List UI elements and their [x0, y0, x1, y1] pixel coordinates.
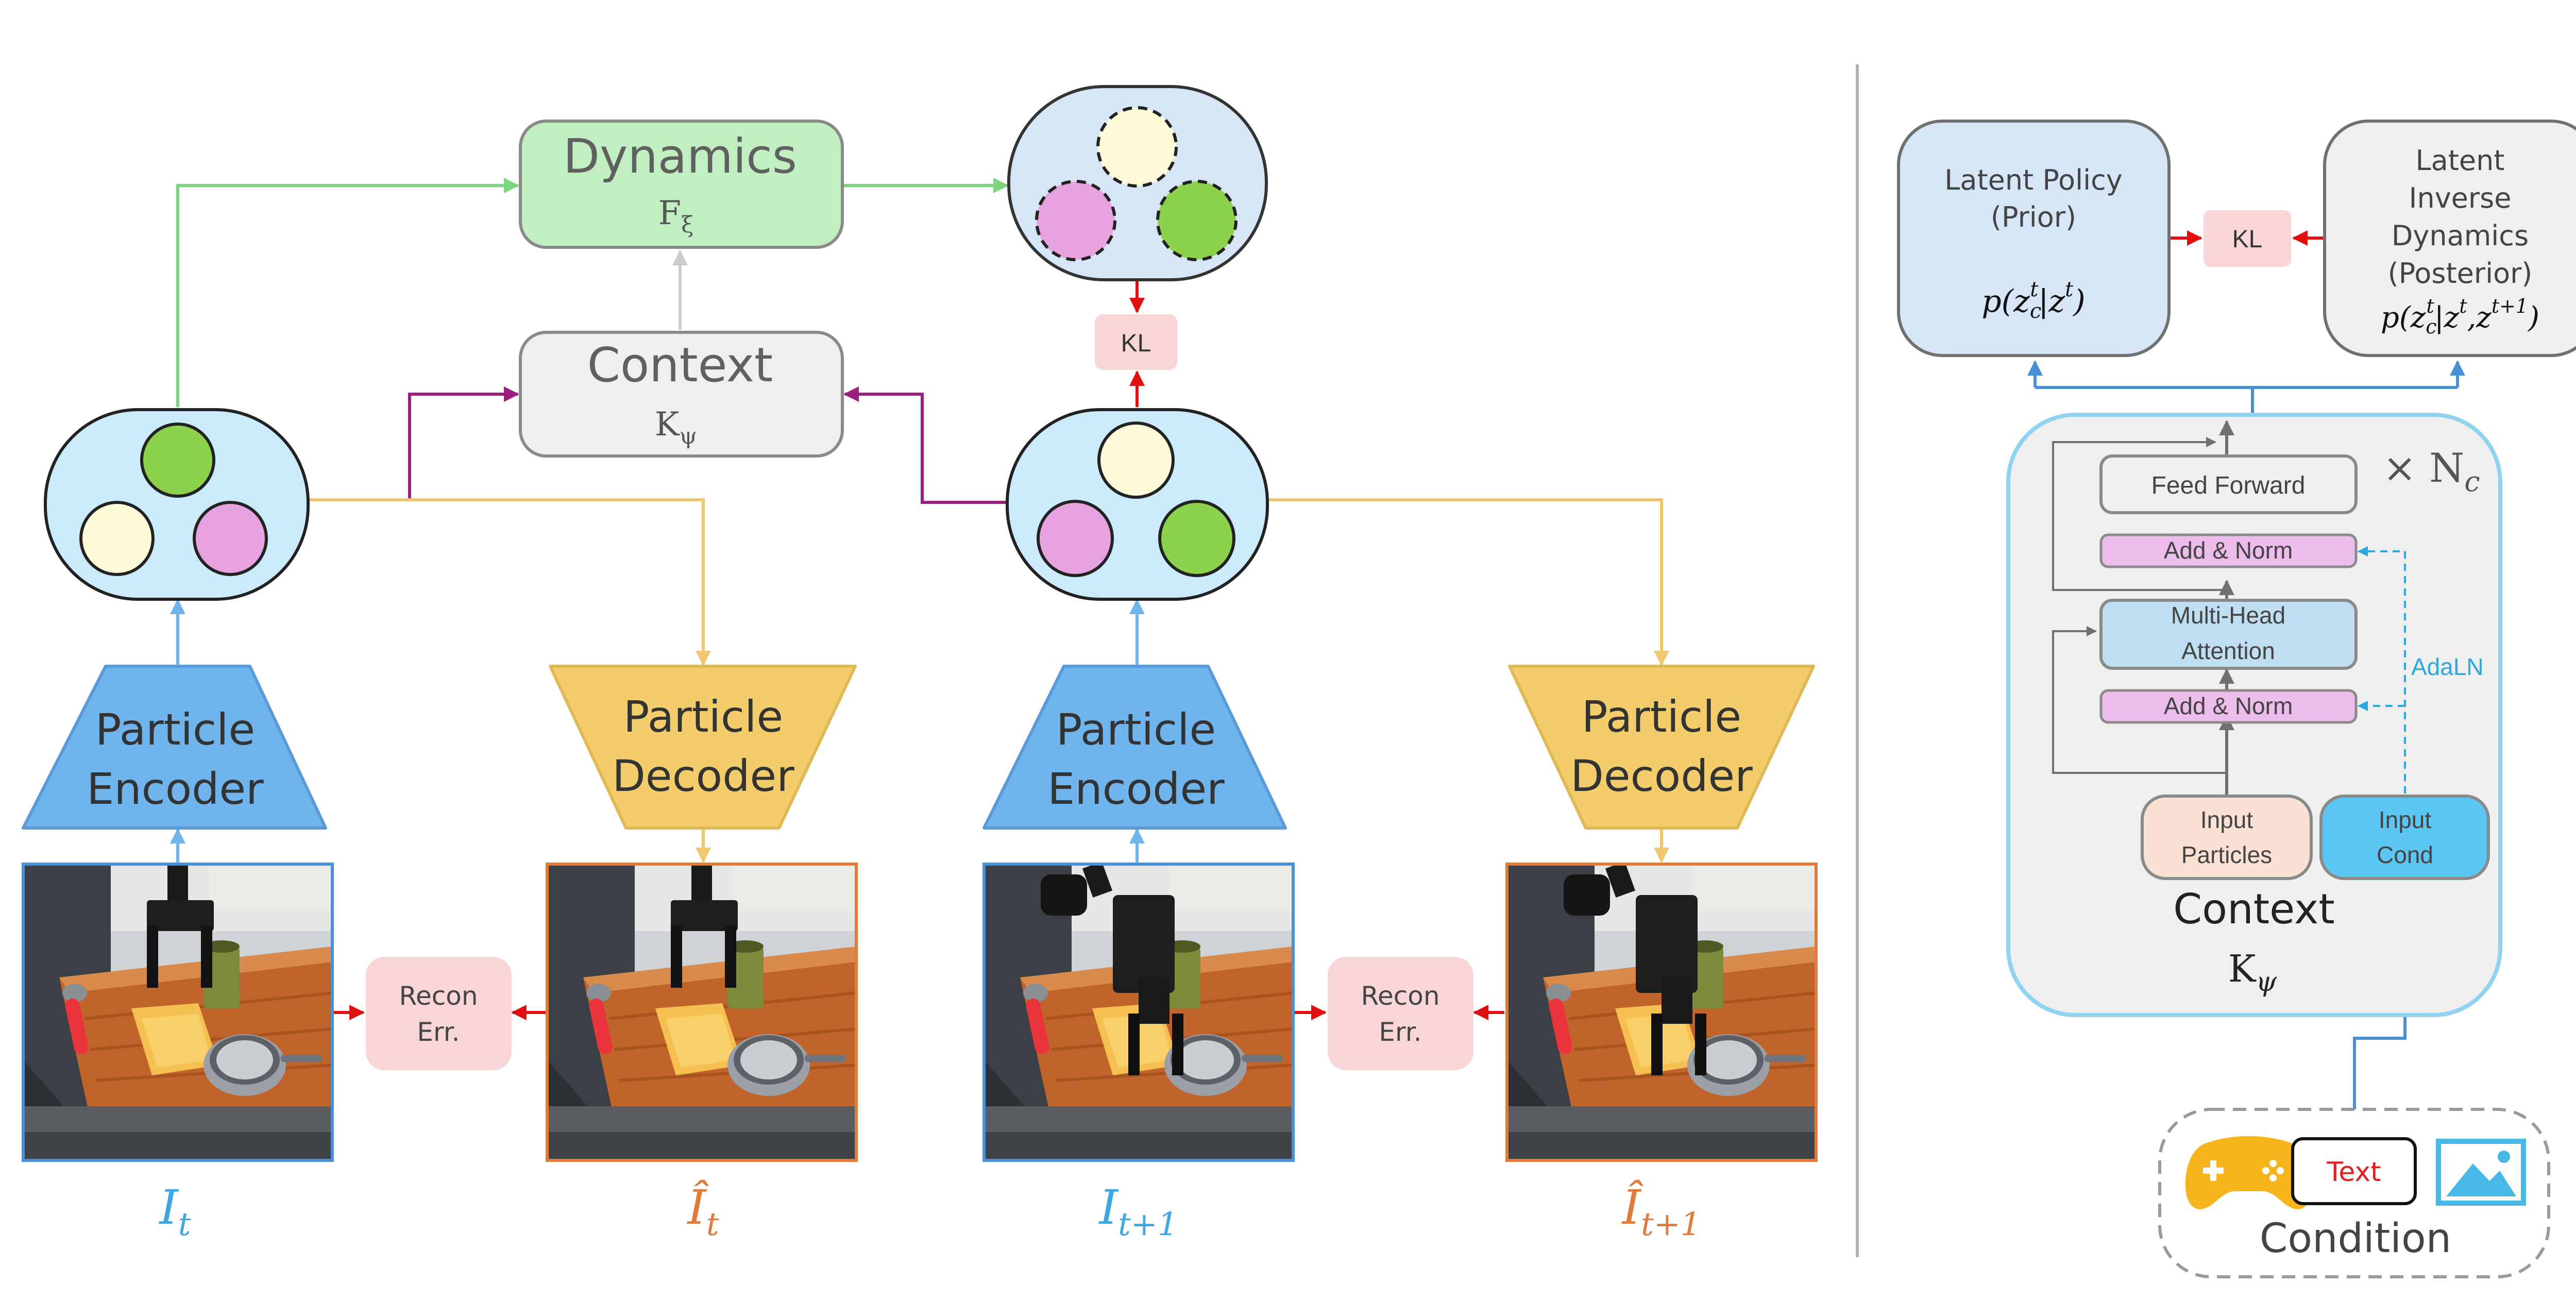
label-i-t1: It+1 — [1098, 1180, 1178, 1243]
dynamics-title: Dynamics — [563, 129, 797, 184]
context-box: Context Kψ — [519, 331, 844, 458]
particle-yellow — [1097, 421, 1175, 499]
label-i-hat-t1: Ît+1 — [1621, 1180, 1701, 1243]
svg-text:Latent: Latent — [2416, 144, 2505, 177]
image-frame-i-t1 — [982, 863, 1295, 1162]
particle-pink — [193, 501, 268, 576]
particle-encoder-1: Particle Encoder — [22, 665, 327, 830]
context-title: Context — [587, 337, 773, 393]
recon-err-box-2: Recon Err. — [1328, 957, 1473, 1070]
svg-text:Recon: Recon — [399, 981, 478, 1011]
input-cond-box: Input Cond — [2319, 795, 2490, 880]
recon-err-box-1: Recon Err. — [366, 957, 512, 1070]
svg-text:Kψ: Kψ — [655, 406, 697, 449]
image-frame-i-t — [22, 863, 334, 1162]
svg-text:(Prior): (Prior) — [1991, 201, 2076, 233]
svg-text:Particles: Particles — [2181, 841, 2272, 868]
svg-text:Encoder: Encoder — [1047, 764, 1225, 814]
particle-decoder-2: Particle Decoder — [1508, 665, 1815, 830]
repeat-label: × Nc — [2383, 445, 2480, 498]
latent-inverse-dynamics-box: Latent Inverse Dynamics (Posterior) p(zc… — [2323, 120, 2576, 357]
svg-text:Latent Policy: Latent Policy — [1944, 164, 2122, 196]
particle-pink — [1035, 180, 1116, 261]
kl-label: KL — [1121, 330, 1151, 357]
condition-box: Text Condition — [2158, 1108, 2550, 1278]
image-frame-i-hat-t — [546, 863, 858, 1162]
latent-policy-box: Latent Policy (Prior) p(zct|zt) — [1897, 120, 2171, 357]
particle-group-t — [44, 408, 310, 601]
svg-text:Feed Forward: Feed Forward — [2151, 472, 2306, 499]
svg-text:Particle: Particle — [1056, 704, 1216, 755]
particle-group-t1 — [1006, 408, 1269, 601]
svg-text:Decoder: Decoder — [1570, 751, 1753, 801]
svg-text:Recon: Recon — [1361, 981, 1439, 1011]
svg-text:Encoder: Encoder — [87, 764, 264, 814]
block-context-title: Context — [2173, 885, 2334, 933]
particle-green — [1158, 500, 1235, 577]
svg-text:Particle: Particle — [1582, 691, 1741, 742]
context-subscript: ψ — [680, 423, 698, 449]
particle-yellow — [1096, 106, 1178, 188]
svg-text:Err.: Err. — [417, 1017, 460, 1047]
particle-green — [1156, 180, 1238, 261]
dynamics-symbol: F — [658, 194, 681, 232]
svg-text:Input: Input — [2379, 806, 2432, 833]
particle-decoder-1: Particle Decoder — [549, 665, 857, 830]
svg-text:Attention: Attention — [2181, 637, 2275, 664]
dynamics-box: Dynamics Fξ — [519, 120, 844, 249]
input-particles-box: Input Particles — [2141, 795, 2313, 880]
multi-head-attention-box: Multi-Head Attention — [2099, 599, 2358, 670]
svg-text:(Posterior): (Posterior) — [2388, 257, 2533, 290]
svg-text:Err.: Err. — [1379, 1017, 1421, 1047]
adaln-label: AdaLN — [2411, 653, 2484, 680]
particle-green — [140, 423, 215, 498]
svg-text:Add & Norm: Add & Norm — [2164, 693, 2293, 719]
svg-text:Cond: Cond — [2377, 841, 2433, 868]
svg-text:Fξ: Fξ — [658, 194, 694, 238]
policy-formula: p(zct|zt) — [1981, 278, 2085, 323]
svg-text:KL: KL — [2232, 226, 2263, 253]
predicted-particle-group — [1007, 85, 1268, 281]
gamepad-icon — [2185, 1136, 2313, 1209]
svg-text:Particle: Particle — [623, 691, 783, 742]
svg-text:Multi-Head: Multi-Head — [2171, 602, 2285, 629]
add-norm-top: Add & Norm — [2099, 533, 2358, 568]
particle-encoder-2: Particle Encoder — [982, 665, 1287, 830]
kl-box-left: KL — [1095, 314, 1177, 370]
label-i-hat-t: Ît — [686, 1180, 719, 1243]
svg-text:Inverse: Inverse — [2409, 182, 2512, 214]
svg-text:Decoder: Decoder — [612, 751, 794, 801]
image-frame-i-hat-t1 — [1505, 863, 1818, 1162]
image-icon — [2436, 1139, 2526, 1206]
kl-box-right: KL — [2204, 210, 2291, 267]
svg-text:Input: Input — [2200, 806, 2253, 833]
label-i-t: It — [158, 1180, 191, 1243]
context-symbol: K — [655, 406, 680, 444]
block-context-symbol: Kψ — [2228, 947, 2278, 998]
dynamics-subscript: ξ — [681, 212, 693, 238]
svg-text:Add & Norm: Add & Norm — [2164, 537, 2293, 564]
svg-text:Particle: Particle — [95, 704, 255, 755]
add-norm-bottom: Add & Norm — [2099, 689, 2358, 724]
left-connectors — [170, 178, 1669, 1020]
text-badge: Text — [2326, 1157, 2381, 1188]
inverse-formula: p(zct|zt,zt+1) — [2381, 295, 2539, 338]
svg-text:Dynamics: Dynamics — [2392, 220, 2529, 252]
feed-forward-box: Feed Forward — [2099, 454, 2358, 514]
particle-pink — [1037, 500, 1114, 577]
particle-yellow — [79, 501, 155, 576]
condition-label: Condition — [2260, 1215, 2451, 1262]
